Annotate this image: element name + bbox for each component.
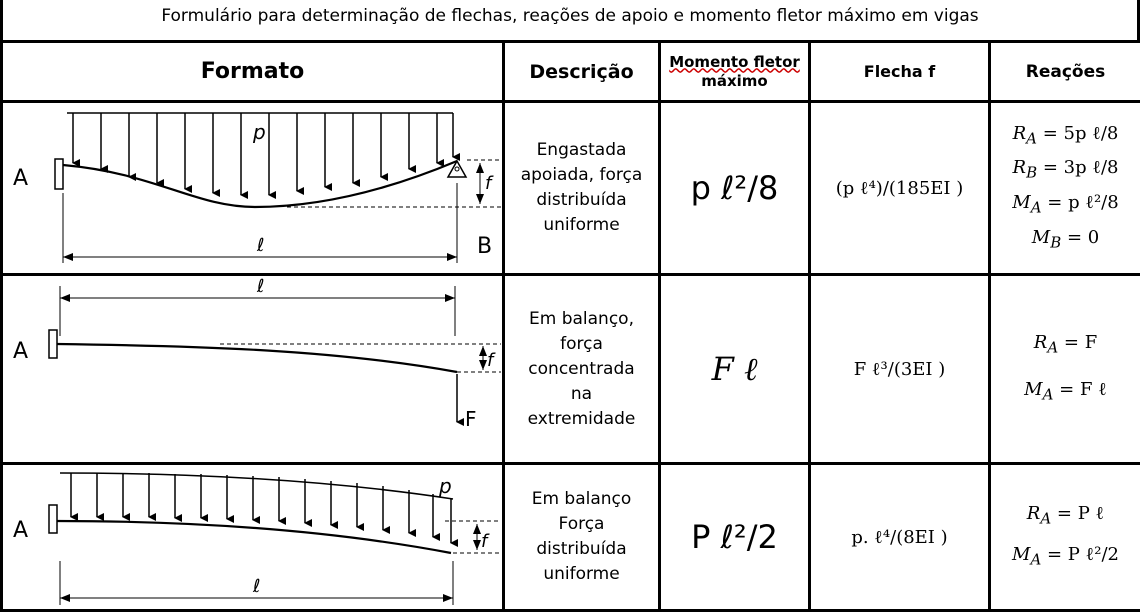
deflection-label: f [485, 173, 494, 194]
description-cell: Em balanço Força distribuída uniforme [504, 464, 660, 611]
fixed-support-icon [49, 505, 57, 533]
force-label: F [465, 407, 477, 431]
header-descricao: Descrição [504, 42, 660, 102]
load-line [60, 473, 453, 499]
support-a-label: A [13, 518, 28, 543]
diagram-fixed-pinned-distributed: f p A B ℓ [2, 102, 504, 275]
moment-cell: p ℓ²/8 [660, 102, 810, 275]
distributed-load-arrows [71, 473, 451, 543]
load-label: p [438, 474, 452, 498]
table-row: p f A ℓ [2, 464, 1140, 611]
header-flecha: Flecha f [810, 42, 990, 102]
description-cell: Em balanço, força concentrada na extremi… [504, 275, 660, 464]
fixed-support-icon [49, 330, 57, 358]
header-row: Formato Descrição Momento fletor máximo … [2, 42, 1140, 102]
deflection-cell: (p ℓ⁴)/(185EI ) [810, 102, 990, 275]
moment-cell: F ℓ [660, 275, 810, 464]
support-a-label: A [13, 339, 28, 364]
length-label: ℓ [256, 276, 264, 297]
deflected-beam-curve [57, 344, 457, 372]
fixed-support-icon [55, 159, 63, 189]
page-title: Formulário para determinação de flechas,… [0, 0, 1140, 38]
diagram-cantilever-point-load: ℓ f F A [2, 275, 504, 464]
header-momento: Momento fletor máximo [660, 42, 810, 102]
load-label: p [252, 120, 266, 144]
reactions-cell: RA = P ℓ MA = P ℓ²/2 [990, 464, 1140, 611]
length-label: ℓ [256, 235, 264, 256]
header-momento-line1: Momento fletor [669, 53, 800, 71]
diagram-cantilever-distributed: p f A ℓ [2, 464, 504, 611]
reactions-cell: RA = 5p ℓ/8 RB = 3p ℓ/8 MA = p ℓ²/8 MB =… [990, 102, 1140, 275]
reactions-cell: RA = F MA = F ℓ [990, 275, 1140, 464]
deflection-label: f [487, 350, 496, 371]
deflected-beam-curve [57, 521, 451, 553]
beam-diagram-1: f p A B ℓ [5, 103, 501, 269]
header-reacoes: Reações [990, 42, 1140, 102]
deflection-cell: F ℓ³/(3EI ) [810, 275, 990, 464]
beam-diagram-2: ℓ f F A [5, 276, 501, 458]
table-row: ℓ f F A [2, 275, 1140, 464]
header-momento-line2: máximo [701, 72, 768, 90]
length-label: ℓ [252, 576, 260, 597]
support-a-label: A [13, 166, 28, 191]
header-formato: Formato [2, 42, 504, 102]
support-b-label: B [477, 234, 492, 259]
beam-diagram-3: p f A ℓ [5, 465, 501, 605]
deflected-beam-curve [63, 161, 457, 207]
table-row: f p A B ℓ Engastada apoiada, força distr… [2, 102, 1140, 275]
formula-table: Formato Descrição Momento fletor máximo … [0, 40, 1140, 612]
deflection-cell: p. ℓ⁴/(8EI ) [810, 464, 990, 611]
deflection-label: f [481, 531, 490, 552]
moment-cell: P ℓ²/2 [660, 464, 810, 611]
description-cell: Engastada apoiada, força distribuída uni… [504, 102, 660, 275]
